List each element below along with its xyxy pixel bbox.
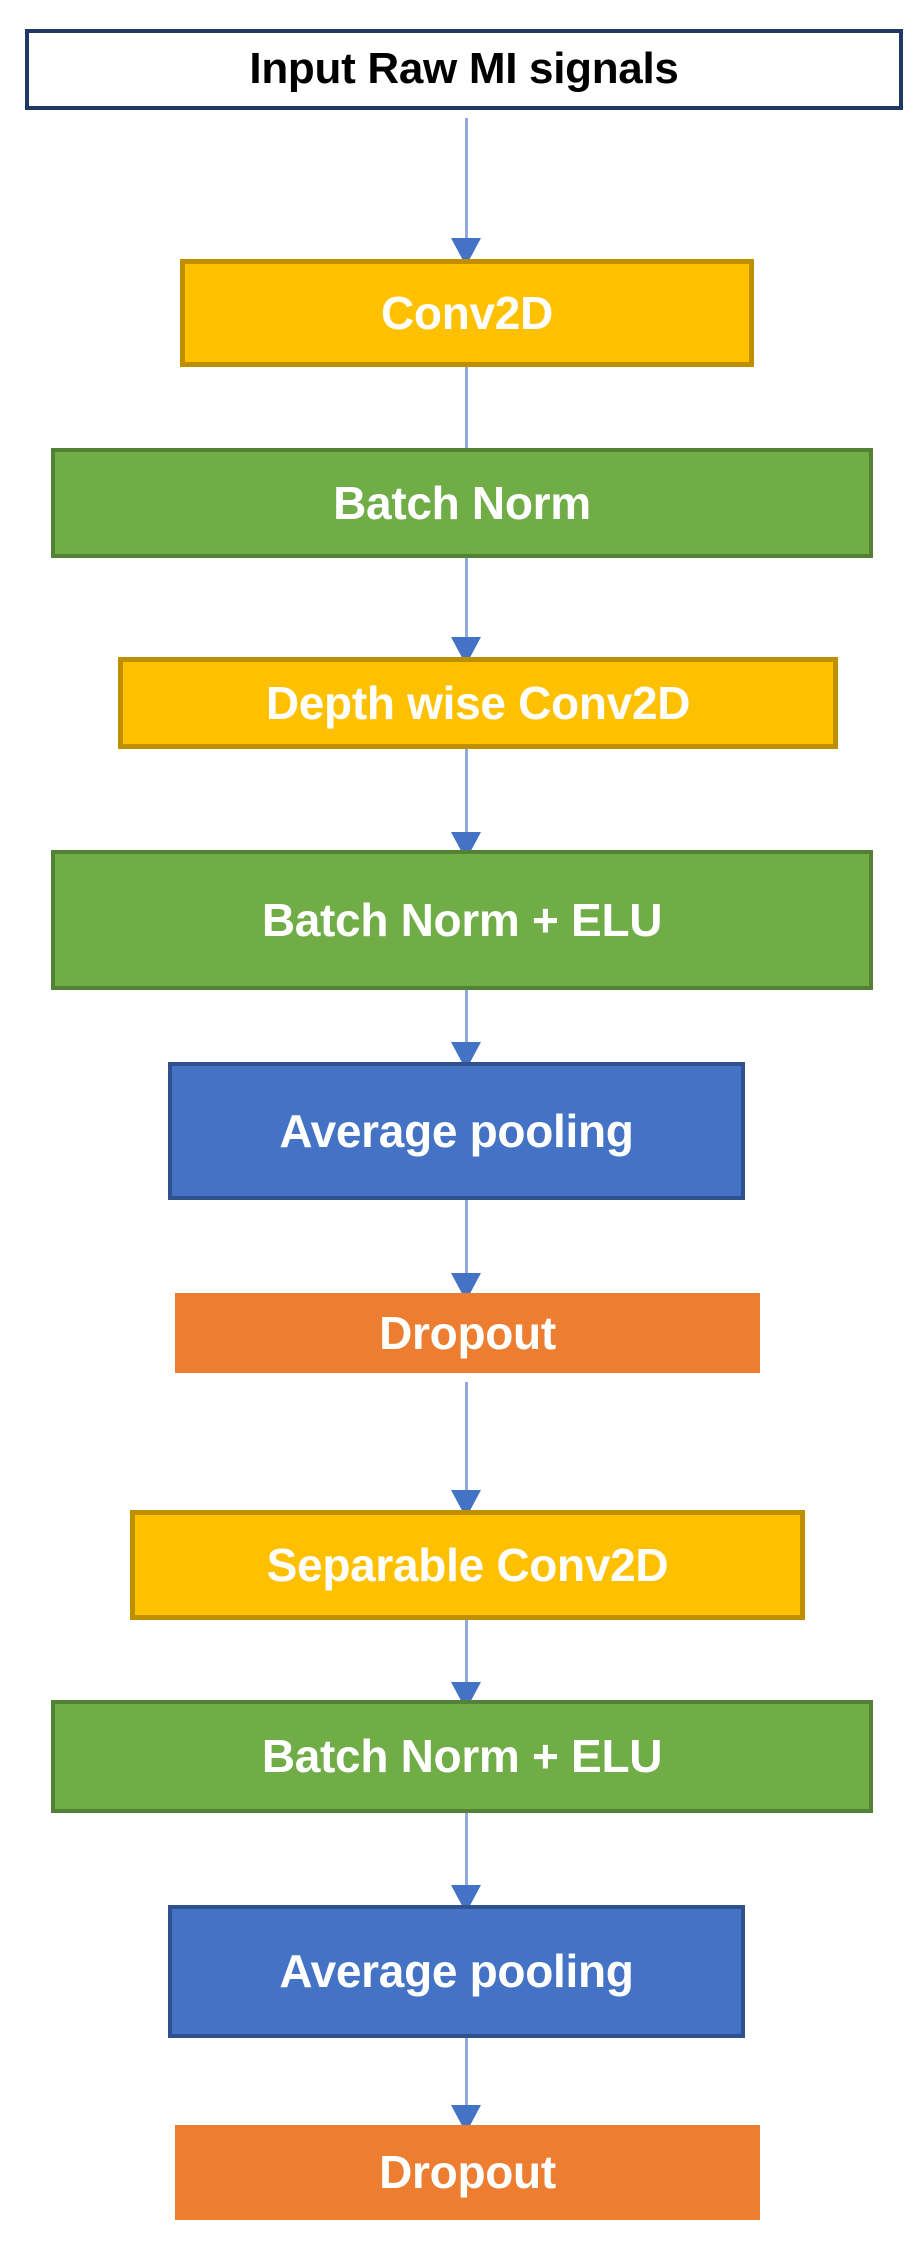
arrow-shaft (464, 545, 468, 639)
node-separable-conv2d[interactable]: Separable Conv2D (130, 1510, 805, 1620)
connector-arrow-avgpool-1-to-dropout-1 (446, 1196, 486, 1301)
node-batch-norm-elu-2[interactable]: Batch Norm + ELU (51, 1700, 873, 1813)
node-label: Batch Norm + ELU (261, 893, 663, 946)
node-input-raw-mi-signals[interactable]: Input Raw MI signals (25, 29, 903, 110)
connector-arrow-depthwise-to-bn-elu-1 (446, 740, 486, 860)
node-label: Dropout (379, 2146, 556, 2199)
node-label: Conv2D (380, 286, 553, 339)
connector-arrow-bn-elu-2-to-avgpool-2 (446, 1800, 486, 1913)
node-label: Dropout (379, 1306, 556, 1359)
arrow-shaft (464, 740, 468, 834)
arrow-shaft (464, 978, 468, 1044)
node-dropout-2[interactable]: Dropout (175, 2125, 760, 2220)
node-label: Depth wise Conv2D (265, 676, 691, 729)
arrow-shaft (464, 1600, 468, 1684)
node-batch-norm-1[interactable]: Batch Norm (51, 448, 873, 558)
node-label: Separable Conv2D (266, 1538, 669, 1591)
connector-arrow-bn-elu-1-to-avgpool-1 (446, 978, 486, 1070)
node-average-pooling-1[interactable]: Average pooling (168, 1062, 745, 1200)
node-average-pooling-2[interactable]: Average pooling (168, 1905, 745, 2038)
arrow-shaft (464, 1196, 468, 1275)
node-label: Input Raw MI signals (249, 44, 679, 94)
node-dropout-1[interactable]: Dropout (175, 1293, 760, 1373)
arrow-shaft (464, 2035, 468, 2107)
node-conv2d-1[interactable]: Conv2D (180, 259, 754, 367)
node-label: Batch Norm (333, 476, 591, 529)
node-depth-wise-conv2d[interactable]: Depth wise Conv2D (118, 657, 838, 749)
connector-arrow-dropout-1-to-separable (446, 1382, 486, 1518)
node-label: Average pooling (279, 1104, 634, 1157)
connector-arrow-batch-norm-1-to-depthwise (446, 545, 486, 665)
node-label: Batch Norm + ELU (261, 1730, 663, 1783)
arrow-shaft (464, 365, 468, 459)
arrow-shaft (464, 118, 468, 240)
connector-arrow-avgpool-2-to-dropout-2 (446, 2035, 486, 2133)
node-label: Average pooling (279, 1945, 634, 1998)
connector-arrow-input-to-conv2d-1 (446, 118, 486, 266)
node-batch-norm-elu-1[interactable]: Batch Norm + ELU (51, 850, 873, 990)
arrow-shaft (464, 1800, 468, 1887)
arrow-shaft (464, 1382, 468, 1492)
